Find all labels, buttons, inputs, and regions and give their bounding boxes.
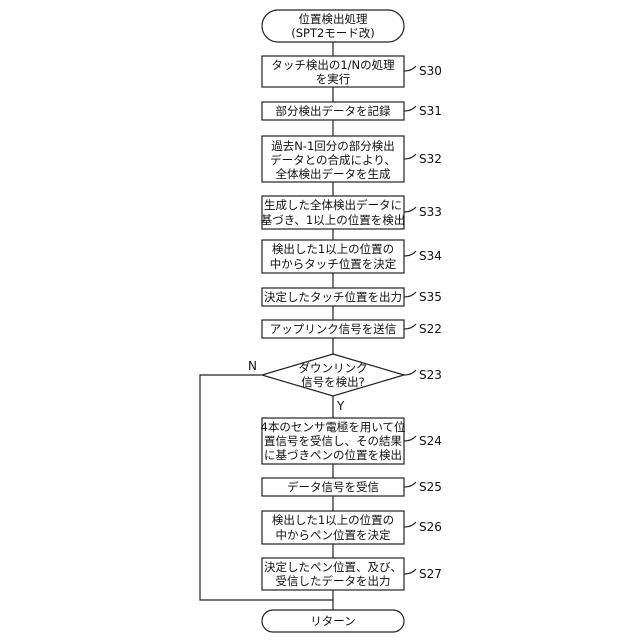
step-s27: 決定したペン位置、及び、 受信したデータを出力 S27 bbox=[262, 558, 442, 590]
step-s32-line-3: 全体検出データを生成 bbox=[276, 167, 391, 181]
step-s25-line-1: データ信号を受信 bbox=[287, 480, 379, 494]
step-s22: アップリンク信号を送信 S22 bbox=[262, 320, 442, 338]
step-s26: 検出した1以上の位置の 中からペン位置を決定 S26 bbox=[262, 511, 442, 544]
step-s31: 部分検出データを記録 S31 bbox=[262, 102, 442, 120]
step-s35-id: S35 bbox=[419, 290, 442, 304]
step-s27-id: S27 bbox=[419, 567, 442, 581]
step-s34-line-2: 中からタッチ位置を決定 bbox=[270, 257, 397, 271]
start-line-2: (SPT2モード改) bbox=[291, 26, 375, 40]
step-s24-line-3: に基づきペンの位置を検出 bbox=[264, 448, 402, 462]
step-s30-line-1: タッチ検出の1/Nの処理 bbox=[271, 58, 395, 72]
decision-yes-label: Y bbox=[336, 399, 345, 413]
decision-s23-line-1: ダウンリンク bbox=[299, 361, 368, 375]
start-line-1: 位置検出処理 bbox=[299, 12, 368, 26]
step-s34-line-1: 検出した1以上の位置の bbox=[272, 242, 394, 256]
step-s25-id: S25 bbox=[419, 480, 442, 494]
step-s24-line-2: 置信号を受信し、その結果 bbox=[264, 434, 402, 448]
step-s24-line-1: 4本のセンサ電極を用いて位 bbox=[261, 420, 406, 434]
step-s34: 検出した1以上の位置の 中からタッチ位置を決定 S34 bbox=[262, 240, 442, 273]
decision-s23-id: S23 bbox=[419, 368, 442, 382]
step-s27-line-1: 決定したペン位置、及び、 bbox=[264, 560, 402, 574]
end-label: リターン bbox=[310, 614, 355, 628]
decision-no-label: N bbox=[248, 359, 257, 373]
step-s32-line-2: データとの合成により、 bbox=[270, 153, 396, 167]
step-s22-line-1: アップリンク信号を送信 bbox=[270, 322, 397, 336]
step-s30-id: S30 bbox=[419, 64, 442, 78]
step-s26-id: S26 bbox=[419, 520, 442, 534]
step-s32-line-1: 過去N-1回分の部分検出 bbox=[271, 139, 395, 153]
step-s32: 過去N-1回分の部分検出 データとの合成により、 全体検出データを生成 S32 bbox=[262, 136, 442, 182]
step-s30: タッチ検出の1/Nの処理 を実行 S30 bbox=[262, 56, 442, 87]
step-s33-line-1: 生成した全体検出データに bbox=[264, 198, 402, 212]
step-leaders bbox=[404, 66, 416, 574]
step-s31-line-1: 部分検出データを記録 bbox=[276, 104, 391, 118]
step-s27-line-2: 受信したデータを出力 bbox=[276, 574, 391, 588]
decision-s23-line-2: 信号を検出? bbox=[301, 375, 365, 389]
step-s25: データ信号を受信 S25 bbox=[262, 478, 442, 496]
decision-s23: ダウンリンク 信号を検出? S23 N Y bbox=[248, 354, 442, 413]
step-s35: 決定したタッチ位置を出力 S35 bbox=[262, 288, 442, 306]
step-s34-id: S34 bbox=[419, 249, 442, 263]
start-terminal: 位置検出処理 (SPT2モード改) bbox=[262, 10, 404, 42]
step-s26-line-2: 中からペン位置を決定 bbox=[276, 528, 391, 542]
step-s30-line-2: を実行 bbox=[316, 72, 351, 86]
step-s26-line-1: 検出した1以上の位置の bbox=[272, 513, 394, 527]
step-s32-id: S32 bbox=[419, 152, 442, 166]
end-terminal: リターン bbox=[262, 610, 404, 632]
step-s33-line-2: 基づき、1以上の位置を検出 bbox=[261, 213, 406, 227]
step-s33-id: S33 bbox=[419, 205, 442, 219]
step-s35-line-1: 決定したタッチ位置を出力 bbox=[264, 290, 402, 304]
step-s24: 4本のセンサ電極を用いて位 置信号を受信し、その結果 に基づきペンの位置を検出 … bbox=[261, 418, 442, 464]
step-s33: 生成した全体検出データに 基づき、1以上の位置を検出 S33 bbox=[261, 196, 442, 229]
step-s22-id: S22 bbox=[419, 322, 442, 336]
step-s24-id: S24 bbox=[419, 434, 442, 448]
step-s31-id: S31 bbox=[419, 104, 442, 118]
